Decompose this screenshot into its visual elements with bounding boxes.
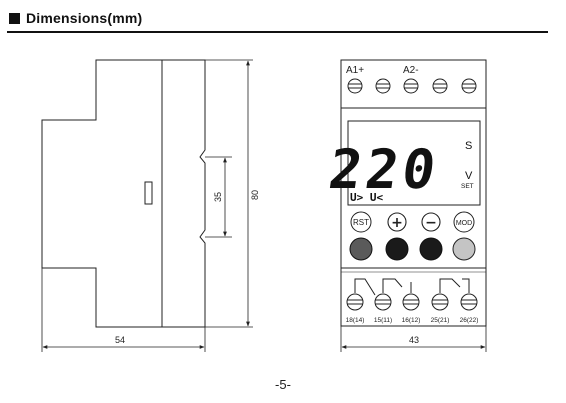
- minus-icon: −: [425, 215, 437, 231]
- section-title: Dimensions(mm): [26, 10, 143, 26]
- terminal-screw-icon: [461, 78, 477, 94]
- minus-button[interactable]: −: [421, 212, 441, 232]
- terminal-screw-icon: [402, 293, 420, 311]
- terminal-label-a1: A1+: [346, 65, 364, 76]
- terminal-label-16: 16(12): [402, 317, 421, 324]
- terminal-screw-icon: [374, 293, 392, 311]
- dimension-width-front: [340, 326, 487, 352]
- top-terminals: [347, 78, 477, 94]
- header-rule: [7, 31, 548, 33]
- mod-button[interactable]: MOD: [453, 211, 475, 233]
- dimension-height: [205, 59, 253, 328]
- indicator-led-4: [452, 237, 476, 261]
- lcd-unit-v: V: [465, 170, 473, 182]
- terminal-screw-icon: [403, 78, 419, 94]
- indicator-led-3: [419, 237, 443, 261]
- section-bullet-square: [9, 12, 20, 24]
- indicator-led-2: [385, 237, 409, 261]
- svg-text:MOD: MOD: [456, 220, 472, 227]
- section-header: Dimensions(mm): [9, 8, 142, 28]
- terminal-screw-icon: [375, 78, 391, 94]
- terminal-label-25: 25(21): [431, 317, 450, 324]
- terminal-label-26: 26(22): [460, 317, 479, 324]
- dimension-width-front-label: 43: [409, 335, 419, 345]
- side-view-outline: [41, 59, 206, 328]
- lcd-digits: 220: [325, 138, 443, 201]
- terminal-screw-icon: [432, 78, 448, 94]
- terminal-label-15: 15(11): [374, 317, 392, 324]
- dimension-height-label: 80: [250, 190, 260, 200]
- svg-text:RST: RST: [353, 218, 369, 227]
- rst-button[interactable]: RST: [350, 211, 372, 233]
- dimension-slot-label: 35: [213, 192, 223, 202]
- front-view: [340, 59, 487, 327]
- terminal-screw-icon: [431, 293, 449, 311]
- terminal-label-18: 18(14): [346, 317, 365, 324]
- terminal-screw-icon: [346, 293, 364, 311]
- plus-icon: +: [391, 215, 403, 231]
- lcd-status: U> U<: [350, 191, 383, 204]
- dimension-width-side: [41, 268, 206, 352]
- dimension-slot: [205, 156, 232, 238]
- terminal-screw-icon: [460, 293, 478, 311]
- front-view-outline: [340, 59, 487, 327]
- indicator-led-1: [349, 237, 373, 261]
- lcd-display: [347, 120, 481, 206]
- relay-contact-schematic: [354, 278, 470, 296]
- terminal-screw-icon: [347, 78, 363, 94]
- side-view: [41, 59, 206, 328]
- lcd-unit-s: S: [465, 140, 472, 152]
- lcd-set-label: SET: [461, 183, 474, 190]
- dimension-width-side-label: 54: [115, 335, 125, 345]
- indicator-lamps: [349, 237, 476, 261]
- bottom-terminals: [346, 293, 478, 311]
- page-number: -5-: [275, 377, 291, 392]
- bottom-terminal-labels: 18(14) 15(11) 16(12) 25(21) 26(22): [346, 317, 479, 324]
- plus-button[interactable]: +: [387, 212, 407, 232]
- side-view-latch: [144, 181, 153, 205]
- terminal-label-a2: A2-: [403, 65, 419, 76]
